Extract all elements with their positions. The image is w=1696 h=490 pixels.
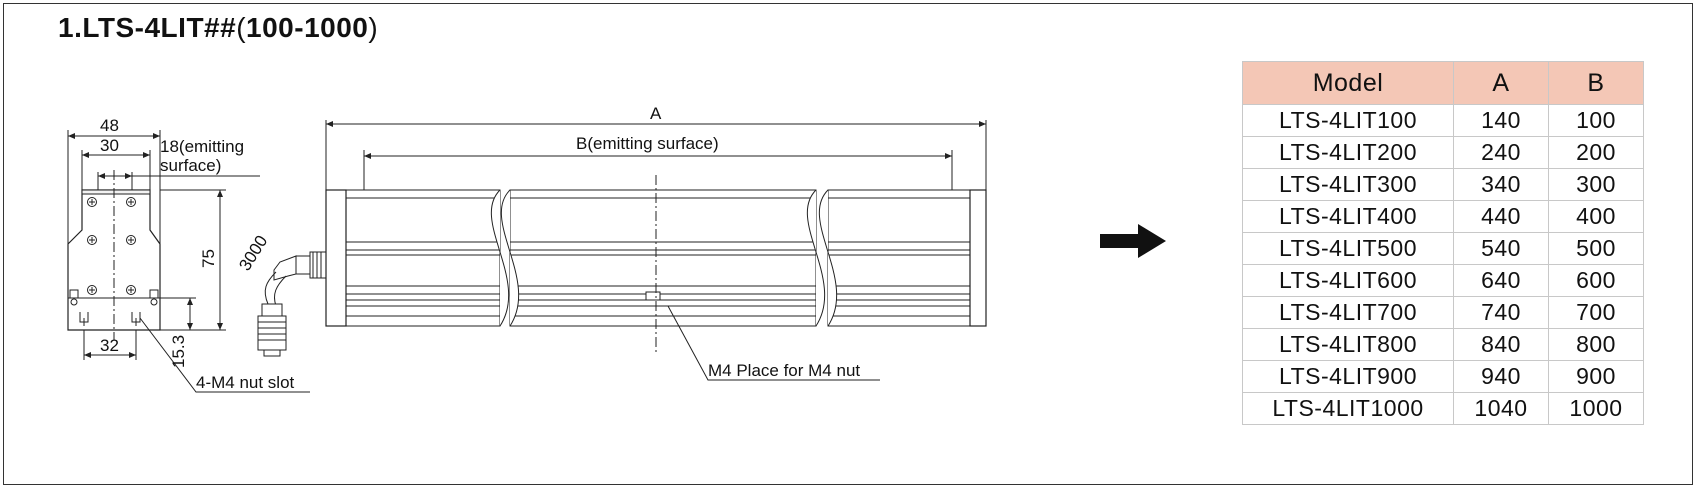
title-range: 100-1000 bbox=[246, 12, 369, 43]
cell-b: 400 bbox=[1548, 200, 1644, 233]
cell-b: 800 bbox=[1548, 328, 1644, 361]
cell-a: 1040 bbox=[1453, 392, 1549, 425]
dim-b-label: B(emitting surface) bbox=[576, 134, 719, 153]
cell-b: 100 bbox=[1548, 104, 1644, 137]
front-view bbox=[325, 120, 987, 381]
cell-model: LTS-4LIT800 bbox=[1242, 328, 1454, 361]
dim-75-label: 75 bbox=[199, 249, 218, 268]
page-title: 1.LTS-4LIT##(100-1000) bbox=[58, 12, 378, 44]
arrow-right-icon bbox=[1100, 224, 1166, 258]
cell-b: 200 bbox=[1548, 136, 1644, 169]
side-view bbox=[67, 130, 310, 393]
end-cap-right bbox=[969, 189, 987, 327]
side-view-top-plate bbox=[81, 189, 151, 195]
cell-model: LTS-4LIT600 bbox=[1242, 264, 1454, 297]
end-cap-left bbox=[325, 189, 347, 327]
drawing-frame bbox=[3, 3, 1693, 485]
title-paren-close: ) bbox=[368, 12, 379, 43]
dim-15-3-label: 15.3 bbox=[169, 335, 188, 368]
cell-b: 600 bbox=[1548, 264, 1644, 297]
cell-model: LTS-4LIT300 bbox=[1242, 168, 1454, 201]
dim-30-label: 30 bbox=[100, 136, 119, 155]
table-header-row: Model A B bbox=[1242, 61, 1644, 105]
cell-a: 240 bbox=[1453, 136, 1549, 169]
cell-a: 840 bbox=[1453, 328, 1549, 361]
cell-model: LTS-4LIT400 bbox=[1242, 200, 1454, 233]
connector-nut bbox=[309, 251, 327, 279]
cell-a: 440 bbox=[1453, 200, 1549, 233]
title-prefix: 1. bbox=[58, 12, 83, 43]
cell-b: 1000 bbox=[1548, 392, 1644, 425]
screw-icons bbox=[87, 197, 136, 295]
header-a: A bbox=[1453, 61, 1549, 105]
dim-32-label: 32 bbox=[100, 336, 119, 355]
cable-length-label: 3000 bbox=[235, 232, 271, 274]
header-model: Model bbox=[1242, 61, 1454, 105]
m4-nut-label: M4 Place for M4 nut bbox=[708, 361, 860, 380]
cell-b: 900 bbox=[1548, 360, 1644, 393]
cable bbox=[264, 271, 287, 307]
cell-model: LTS-4LIT100 bbox=[1242, 104, 1454, 137]
cell-a: 740 bbox=[1453, 296, 1549, 329]
cell-model: LTS-4LIT900 bbox=[1242, 360, 1454, 393]
cell-model: LTS-4LIT700 bbox=[1242, 296, 1454, 329]
cell-model: LTS-4LIT1000 bbox=[1242, 392, 1454, 425]
m4-nut bbox=[645, 291, 661, 301]
cell-a: 640 bbox=[1453, 264, 1549, 297]
cell-a: 340 bbox=[1453, 168, 1549, 201]
light-bar-body bbox=[345, 189, 971, 327]
dim-a-label: A bbox=[650, 104, 662, 123]
dim-emitting-label-line2: surface) bbox=[160, 156, 221, 175]
title-paren-open: ( bbox=[236, 12, 247, 43]
cell-a: 940 bbox=[1453, 360, 1549, 393]
connector-elbow bbox=[273, 255, 297, 281]
m4-leader bbox=[667, 305, 880, 381]
cell-model: LTS-4LIT200 bbox=[1242, 136, 1454, 169]
dim-48-label: 48 bbox=[100, 116, 119, 135]
break-line-right bbox=[806, 189, 838, 327]
cell-a: 540 bbox=[1453, 232, 1549, 265]
nut-slot-leader bbox=[139, 317, 310, 393]
title-model: LTS-4LIT## bbox=[82, 12, 237, 43]
plug-body bbox=[261, 303, 283, 317]
cell-b: 300 bbox=[1548, 168, 1644, 201]
cell-b: 700 bbox=[1548, 296, 1644, 329]
cable-connector bbox=[257, 251, 327, 357]
nut-slot-label: 4-M4 nut slot bbox=[196, 373, 295, 392]
dim-emitting-label-line1: 18(emitting bbox=[160, 137, 244, 156]
break-line-left bbox=[490, 189, 520, 327]
nut-slot-icons bbox=[69, 289, 159, 326]
cell-a: 140 bbox=[1453, 104, 1549, 137]
cell-model: LTS-4LIT500 bbox=[1242, 232, 1454, 265]
side-view-body bbox=[67, 189, 161, 331]
header-b: B bbox=[1548, 61, 1644, 105]
cell-b: 500 bbox=[1548, 232, 1644, 265]
plug-knurl bbox=[257, 315, 287, 351]
